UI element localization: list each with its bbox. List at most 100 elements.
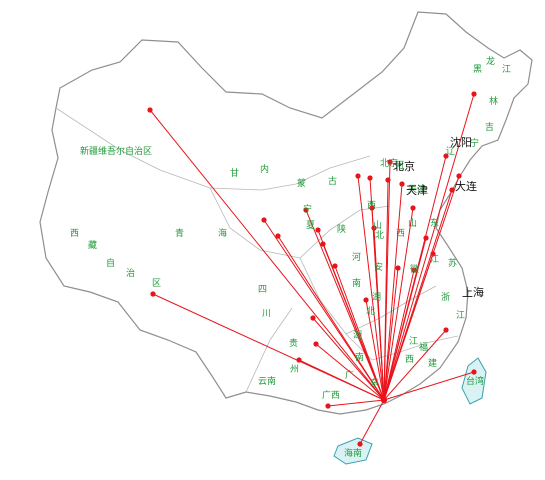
province-label: 浙 <box>441 291 450 303</box>
province-label: 江 <box>409 336 418 347</box>
province-label: 宁 <box>470 137 479 149</box>
route-endpoint <box>310 315 316 321</box>
province-label: 北京 <box>380 157 398 169</box>
route-endpoint <box>357 441 363 447</box>
route-endpoint <box>449 187 455 193</box>
province-label: 宁 <box>303 203 312 215</box>
city-label: 上海 <box>462 285 484 299</box>
city-label: 大连 <box>455 179 477 193</box>
china-mainland-outline <box>39 11 533 415</box>
route-endpoint <box>395 265 401 271</box>
province-label: 治 <box>126 267 135 279</box>
route-endpoint <box>471 369 477 375</box>
route-endpoint <box>443 153 449 159</box>
province-label: 苏 <box>448 257 457 269</box>
province-label: 夏 <box>306 220 315 231</box>
province-label: 自 <box>106 257 115 269</box>
province-label: 海 <box>218 227 227 239</box>
route-line <box>305 209 385 401</box>
province-label: 江 <box>502 64 511 75</box>
route-line <box>149 109 385 401</box>
province-label: 山 <box>373 220 382 231</box>
route-endpoint <box>471 91 477 97</box>
province-label: 河 <box>395 159 404 171</box>
route-endpoint <box>303 207 309 213</box>
province-label: 南 <box>352 277 361 289</box>
route-line <box>383 155 447 401</box>
province-label: 蒙 <box>297 177 306 189</box>
hub-guangzhou <box>380 396 388 404</box>
route-endpoint <box>363 297 369 303</box>
province-label: 龙 <box>486 55 495 67</box>
route-line <box>312 317 385 401</box>
province-label: 河 <box>352 251 361 263</box>
province-label: 广 <box>345 369 354 381</box>
route-lines <box>149 93 475 445</box>
province-label: 甘 <box>230 167 239 179</box>
province-label: 黑 <box>473 64 482 75</box>
route-line <box>383 371 475 401</box>
province-label: 川 <box>262 309 271 319</box>
route-endpoint <box>411 267 417 273</box>
route-endpoint <box>387 159 393 165</box>
route-line <box>277 235 385 401</box>
route-line <box>357 175 385 401</box>
route-line <box>383 329 447 401</box>
city-label: 沈阳 <box>450 135 472 149</box>
province-label: 徽 <box>410 263 419 275</box>
city-label: 北京 <box>393 159 415 173</box>
city-label: 天津 <box>406 184 428 197</box>
route-endpoints <box>147 91 477 447</box>
route-line <box>383 93 475 401</box>
province-borders <box>55 107 459 393</box>
province-label: 陕 <box>337 223 346 235</box>
province-label: 东 <box>370 377 379 389</box>
route-endpoint <box>443 327 449 333</box>
route-line <box>298 359 385 401</box>
route-endpoint <box>410 205 416 211</box>
province-label: 山 <box>408 218 417 229</box>
route-endpoint <box>369 205 375 211</box>
province-label: 台湾 <box>466 375 484 387</box>
province-labels: 新疆维吾尔自治区西藏自治区青海甘内蒙古宁夏陕西山西河北北京天津辽宁吉林黑龙江山东… <box>70 55 511 459</box>
province-label: 古 <box>328 175 337 187</box>
route-endpoint <box>320 241 326 247</box>
route-line <box>359 399 385 445</box>
province-label: 西 <box>367 200 376 211</box>
route-endpoint <box>371 225 377 231</box>
province-label: 安 <box>374 261 383 273</box>
province-label: 西 <box>405 354 414 365</box>
province-label: 吉 <box>485 122 494 133</box>
route-line <box>383 267 399 401</box>
province-label: 广西 <box>322 389 340 401</box>
route-line <box>315 343 385 401</box>
route-endpoint <box>325 403 331 409</box>
province-label: 天津 <box>408 184 426 195</box>
taiwan-island <box>461 357 487 405</box>
route-line <box>383 161 391 401</box>
province-label: 林 <box>489 95 498 107</box>
route-line <box>373 227 385 401</box>
province-label: 西 <box>70 228 79 239</box>
route-line <box>263 219 385 401</box>
province-label: 福 <box>419 341 428 353</box>
province-label: 湖 <box>353 330 362 341</box>
province-label: 州 <box>290 364 299 375</box>
province-label: 湖 <box>372 292 381 303</box>
route-line <box>327 399 385 407</box>
province-label: 建 <box>428 357 437 369</box>
route-endpoint <box>355 173 361 179</box>
route-endpoint <box>430 251 436 257</box>
route-endpoint <box>423 235 429 241</box>
province-label: 藏 <box>88 239 97 251</box>
province-label: 南 <box>355 351 364 363</box>
route-line <box>322 243 385 401</box>
route-endpoint <box>261 217 267 223</box>
province-label: 新疆维吾尔自治区 <box>80 145 152 157</box>
province-label: 四 <box>258 285 267 295</box>
province-label: 内 <box>260 163 269 175</box>
route-endpoint <box>296 357 302 363</box>
route-endpoint <box>456 173 462 179</box>
